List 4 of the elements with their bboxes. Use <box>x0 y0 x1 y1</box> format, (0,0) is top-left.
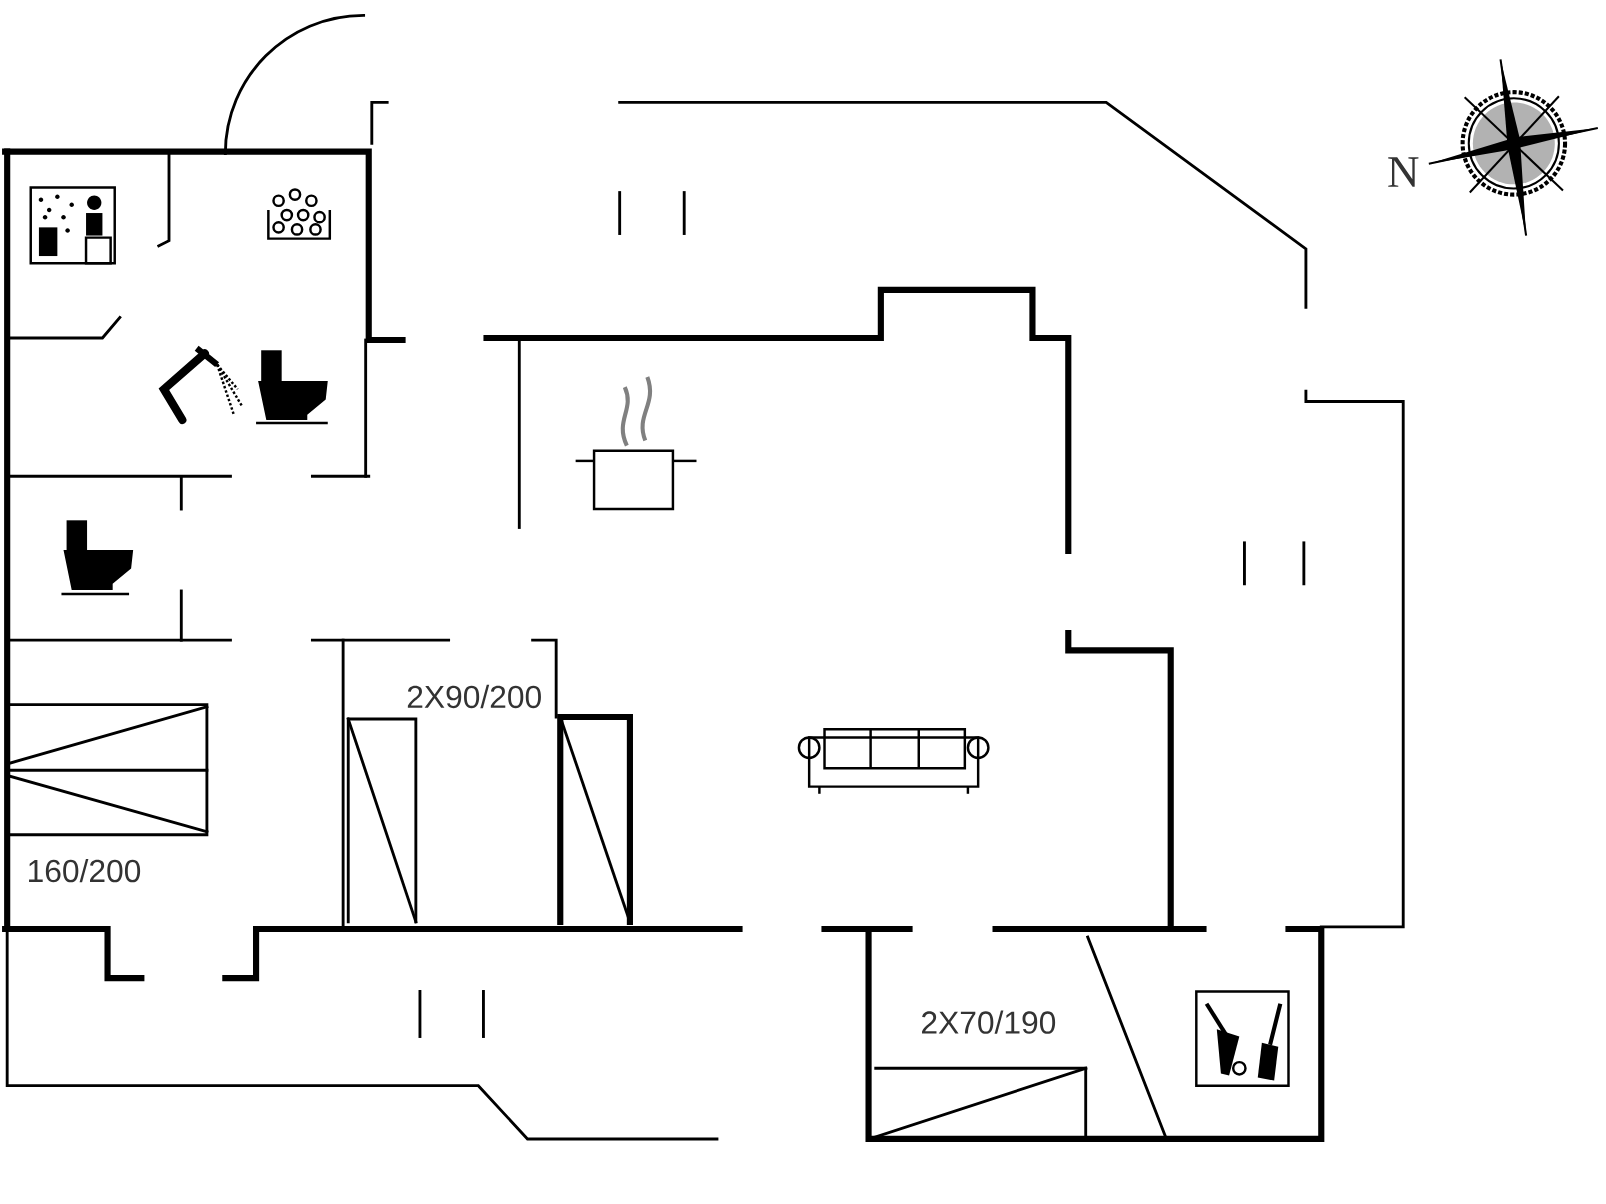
dimension-label: 2X90/200 <box>407 684 541 708</box>
compass-letter: N <box>1388 157 1419 187</box>
dimension-label: 160/200 <box>29 858 141 883</box>
dimension-label: 2X70/190 <box>922 1010 1056 1034</box>
